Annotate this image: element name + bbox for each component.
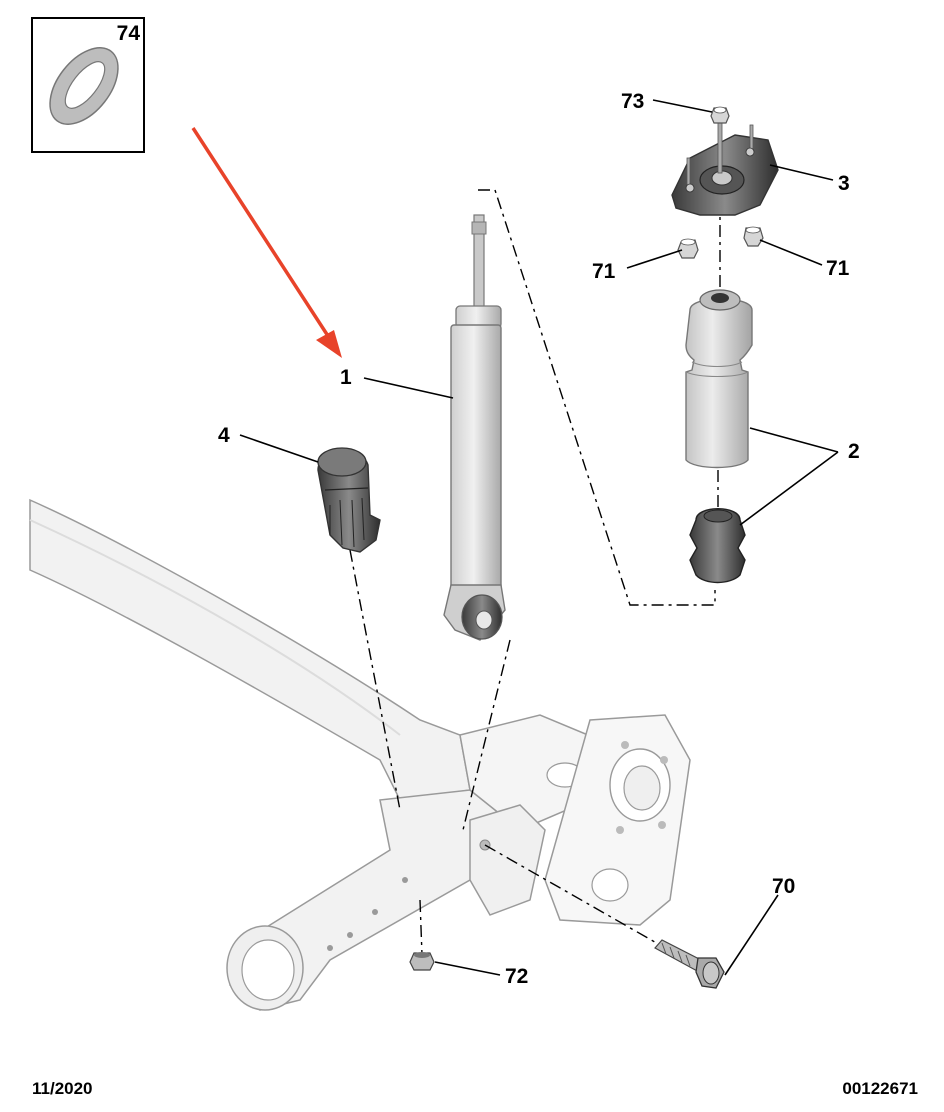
callout-4: 4: [218, 424, 230, 447]
shock-absorber: [443, 214, 506, 641]
bump-stop: [317, 447, 381, 553]
callout-74: 74: [117, 22, 141, 45]
callout-71-right: 71: [826, 257, 850, 280]
footer-reference: 00122671: [842, 1079, 918, 1098]
callout-70: 70: [772, 875, 795, 898]
callout-2: 2: [848, 440, 860, 463]
leader-lines: [239, 99, 839, 976]
rubber-bump-stop: [689, 508, 746, 584]
dust-boot: [685, 289, 753, 469]
callout-3: 3: [838, 172, 850, 195]
top-mount: [671, 117, 779, 216]
callout-71-left: 71: [592, 260, 616, 283]
footer-date: 11/2020: [32, 1079, 93, 1098]
callout-1: 1: [340, 366, 352, 389]
lower-shock-mount: [469, 804, 546, 916]
nut-71-left: [677, 238, 699, 259]
nut-73: [710, 106, 730, 124]
callout-72: 72: [505, 965, 528, 988]
bolt-70: [654, 939, 725, 989]
callout-73: 73: [621, 90, 644, 113]
nut-72: [409, 952, 435, 971]
highlight-arrow: [191, 127, 342, 358]
nut-71-right: [743, 226, 764, 247]
assembly-lines: [349, 125, 721, 956]
washer-inset: 74: [31, 17, 145, 153]
rear-axle-beam: [29, 498, 691, 1011]
